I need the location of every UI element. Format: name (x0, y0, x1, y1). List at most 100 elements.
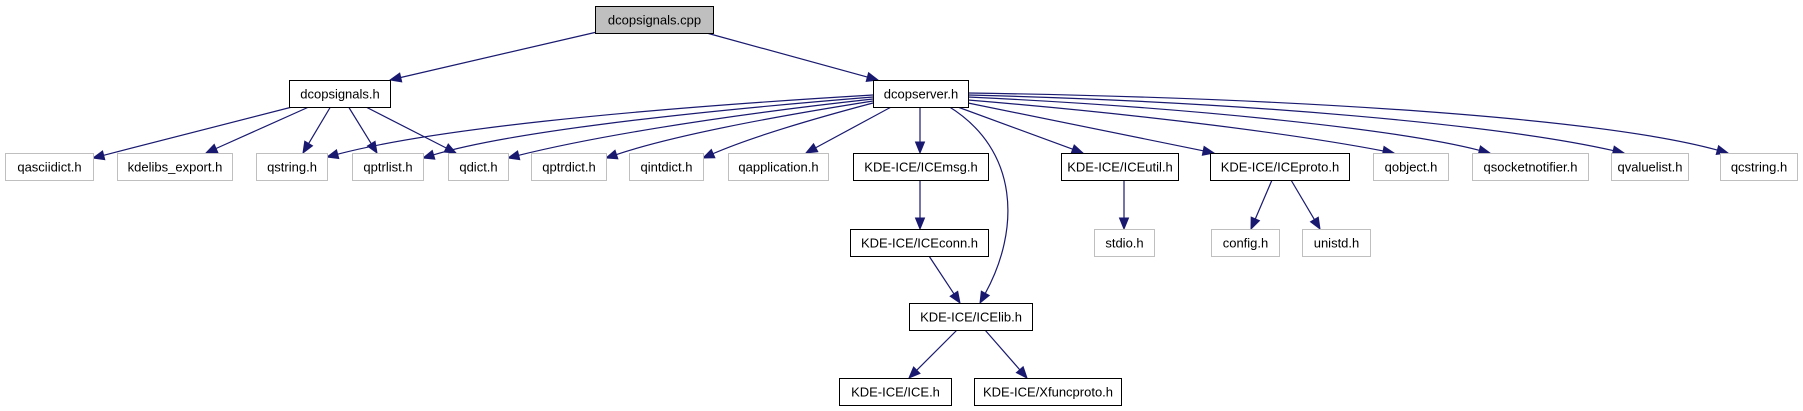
edge-line (518, 98, 874, 156)
node-icelib-h[interactable]: KDE-ICE/ICElib.h (909, 303, 1033, 331)
edge-iceutil_h-to-stdio_h (1118, 180, 1130, 231)
edge-line (103, 105, 297, 156)
edge-line (363, 105, 447, 149)
edge-dcopserver_h-to-qptrdict_h (604, 100, 874, 160)
edge-line (616, 100, 874, 156)
node-ice-h[interactable]: KDE-ICE/ICE.h (839, 378, 952, 406)
node-iceconn-h[interactable]: KDE-ICE/ICEconn.h (850, 229, 989, 257)
node-label: stdio.h (1105, 236, 1143, 251)
node-label: dcopserver.h (884, 87, 958, 102)
node-box (117, 153, 233, 181)
node-label: KDE-ICE/ICEproto.h (1221, 160, 1340, 175)
edge-dcopsignals_cpp-to-dcopserver_h (702, 31, 880, 83)
node-icemsg-h[interactable]: KDE-ICE/ICEmsg.h (853, 153, 989, 181)
node-label: KDE-ICE/ICEutil.h (1067, 160, 1172, 175)
edge-dcopsignals_h-to-qasciidict_h (91, 105, 297, 161)
node-box (448, 153, 509, 181)
edge-dcopsignals_h-to-qdict_h (363, 105, 458, 154)
edge-iceproto_h-to-config_h (1250, 179, 1273, 231)
node-label: kdelibs_export.h (128, 160, 223, 175)
node-label: qapplication.h (738, 160, 818, 175)
node-box (1211, 229, 1280, 257)
arrowhead-dcopserver_h-to-qdict_h (506, 150, 521, 161)
edge-line (1254, 179, 1273, 220)
edge-line (347, 105, 372, 144)
node-qvaluelist-h: qvaluelist.h (1611, 153, 1689, 181)
edge-dcopserver_h-to-qcstring_h (967, 92, 1730, 156)
node-label: qcstring.h (1731, 160, 1787, 175)
node-dcopserver-h[interactable]: dcopserver.h (873, 80, 969, 108)
arrowhead-iceproto_h-to-config_h (1250, 216, 1261, 231)
node-box (850, 229, 989, 257)
node-box (1611, 153, 1689, 181)
edge-icelib_h-to-xfuncproto_h (984, 329, 1028, 379)
node-qapplication-h: qapplication.h (728, 153, 829, 181)
node-box (728, 153, 829, 181)
edge-line (815, 105, 894, 149)
edge-line (308, 105, 332, 144)
edge-line (967, 92, 1718, 151)
node-label: KDE-ICE/ICEconn.h (861, 236, 978, 251)
node-label: qdict.h (459, 160, 497, 175)
node-label: dcopsignals.cpp (608, 13, 701, 28)
edge-iceproto_h-to-unistd_h (1290, 179, 1321, 231)
edges-layer (91, 31, 1730, 379)
arrowhead-dcopserver_h-to-icelib_h (979, 290, 991, 305)
nodes-layer: dcopsignals.cpp dcopsignals.h dcopserver.h… (5, 6, 1798, 406)
node-iceutil-h[interactable]: KDE-ICE/ICEutil.h (1061, 153, 1179, 181)
edge-dcopserver_h-to-qptrlist_h (421, 96, 874, 160)
edge-icemsg_h-to-iceconn_h (914, 180, 926, 231)
node-dcopsignals-cpp[interactable]: dcopsignals.cpp (595, 6, 714, 34)
node-box (974, 378, 1122, 406)
node-qobject-h: qobject.h (1373, 153, 1449, 181)
node-label: qsocketnotifier.h (1484, 160, 1578, 175)
node-label: qobject.h (1385, 160, 1438, 175)
node-config-h: config.h (1211, 229, 1280, 257)
node-box (5, 153, 94, 181)
node-box (1210, 153, 1350, 181)
node-box (1302, 229, 1371, 257)
edge-line (1290, 179, 1315, 220)
node-label: qvaluelist.h (1617, 160, 1682, 175)
edge-line (916, 329, 958, 371)
node-box (909, 303, 1033, 331)
node-box (839, 378, 952, 406)
edge-line (947, 105, 1009, 294)
edge-dcopsignals_h-to-qptrlist_h (347, 105, 378, 155)
node-box (595, 6, 714, 34)
arrowhead-dcopserver_h-to-qapplication_h (804, 142, 819, 154)
edge-line (984, 329, 1021, 371)
node-box (873, 80, 969, 108)
node-dcopsignals-h[interactable]: dcopsignals.h (289, 80, 391, 108)
edge-line (967, 102, 1204, 152)
arrowhead-dcopsignals_cpp-to-dcopserver_h (865, 71, 880, 83)
node-label: qasciidict.h (17, 160, 81, 175)
node-label: qstring.h (267, 160, 317, 175)
node-xfuncproto-h[interactable]: KDE-ICE/Xfuncproto.h (974, 378, 1122, 406)
edge-dcopserver_h-to-icelib_h (947, 105, 1009, 305)
node-label: KDE-ICE/Xfuncproto.h (983, 385, 1113, 400)
node-unistd-h: unistd.h (1302, 229, 1371, 257)
node-stdio-h: stdio.h (1094, 229, 1155, 257)
edge-dcopserver_h-to-qobject_h (967, 99, 1396, 156)
edge-line (967, 96, 1480, 151)
arrowhead-iceutil_h-to-stdio_h (1118, 217, 1130, 231)
node-box (629, 153, 704, 181)
arrowhead-dcopsignals_h-to-kdelibs_export_h (204, 143, 219, 154)
node-kdelibs-export-h: kdelibs_export.h (117, 153, 233, 181)
node-box (1720, 153, 1798, 181)
edge-line (967, 94, 1614, 152)
edge-line (337, 94, 874, 155)
arrowhead-icelib_h-to-xfuncproto_h (1015, 365, 1028, 379)
node-label: KDE-ICE/ICEmsg.h (864, 160, 977, 175)
node-box (1061, 153, 1179, 181)
node-iceproto-h[interactable]: KDE-ICE/ICEproto.h (1210, 153, 1350, 181)
node-label: unistd.h (1314, 236, 1360, 251)
arrowhead-dcopserver_h-to-qptrlist_h (421, 149, 436, 160)
arrowhead-dcopsignals_h-to-qstring_h (302, 140, 314, 155)
edge-dcopserver_h-to-icemsg_h (914, 106, 926, 155)
node-box (289, 80, 391, 108)
arrowhead-dcopserver_h-to-icemsg_h (914, 141, 926, 155)
node-qcstring-h: qcstring.h (1720, 153, 1798, 181)
